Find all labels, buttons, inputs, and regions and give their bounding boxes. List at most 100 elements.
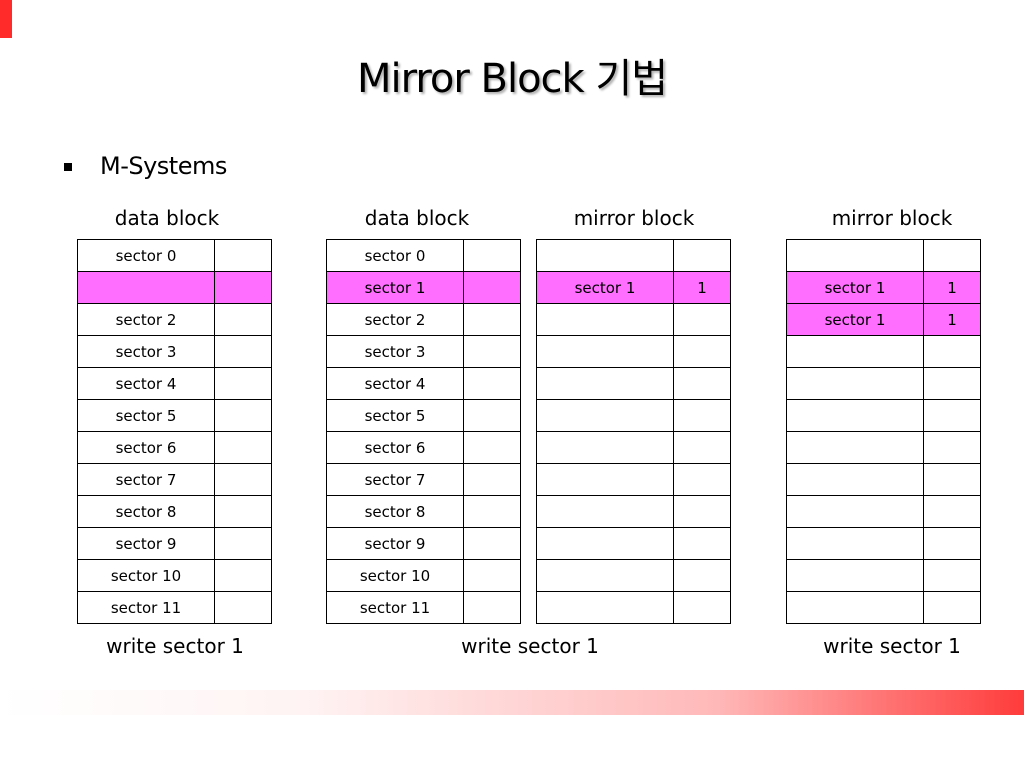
corner-accent-bar <box>0 0 12 38</box>
sector-flag-cell <box>923 239 981 272</box>
table-1-label: data block <box>114 206 220 230</box>
table-row <box>786 239 981 272</box>
sector-name-cell: sector 5 <box>326 399 464 432</box>
table-row: sector 0 <box>77 239 272 272</box>
sector-flag-cell: 1 <box>923 271 981 304</box>
table-row <box>786 367 981 400</box>
table-row: sector 9 <box>77 527 272 560</box>
sector-flag-cell <box>463 271 521 304</box>
sector-name-cell <box>786 591 924 624</box>
sector-flag-cell <box>463 399 521 432</box>
sector-flag-cell <box>463 239 521 272</box>
table-row: sector 11 <box>77 591 272 624</box>
sector-flag-cell <box>214 399 272 432</box>
sector-name-cell <box>536 367 674 400</box>
sector-flag-cell <box>214 527 272 560</box>
sector-name-cell <box>786 399 924 432</box>
table-row: sector 10 <box>326 559 521 592</box>
sector-flag-cell <box>923 367 981 400</box>
sector-flag-cell <box>923 527 981 560</box>
sector-name-cell <box>786 559 924 592</box>
table-3-label: mirror block <box>573 206 695 230</box>
sector-flag-cell <box>923 559 981 592</box>
sector-flag-cell <box>214 303 272 336</box>
middle-caption: write sector 1 <box>461 634 599 658</box>
sector-flag-cell <box>214 239 272 272</box>
sector-flag-cell <box>673 463 731 496</box>
table-row: sector 9 <box>326 527 521 560</box>
table-row: sector 2 <box>77 303 272 336</box>
sector-name-cell: sector 11 <box>77 591 215 624</box>
sector-name-cell: sector 2 <box>77 303 215 336</box>
sector-flag-cell <box>463 495 521 528</box>
sector-name-cell: sector 7 <box>77 463 215 496</box>
sector-flag-cell <box>214 495 272 528</box>
table-row: sector 4 <box>77 367 272 400</box>
table-row <box>786 335 981 368</box>
table-row <box>786 527 981 560</box>
table-row: sector 2 <box>326 303 521 336</box>
table-row <box>536 335 731 368</box>
sector-name-cell <box>536 495 674 528</box>
sector-name-cell <box>536 527 674 560</box>
sector-name-cell: sector 1 <box>326 271 464 304</box>
table-row <box>536 367 731 400</box>
sector-flag-cell <box>463 367 521 400</box>
sector-name-cell <box>536 463 674 496</box>
sector-name-cell: sector 11 <box>326 591 464 624</box>
table-row <box>536 527 731 560</box>
sector-name-cell: sector 1 <box>786 303 924 336</box>
table-row: sector 0 <box>326 239 521 272</box>
sector-name-cell <box>536 239 674 272</box>
table-row <box>536 239 731 272</box>
slide-title: Mirror Block 기법 <box>356 56 668 102</box>
sector-flag-cell <box>673 367 731 400</box>
sector-flag-cell <box>673 527 731 560</box>
sector-flag-cell <box>214 367 272 400</box>
sector-flag-cell <box>923 463 981 496</box>
table-row <box>536 495 731 528</box>
sector-name-cell <box>786 463 924 496</box>
sector-flag-cell <box>673 303 731 336</box>
sector-name-cell: sector 3 <box>77 335 215 368</box>
sector-flag-cell <box>923 431 981 464</box>
table-row: sector 7 <box>326 463 521 496</box>
table-1-caption: write sector 1 <box>106 634 244 658</box>
sector-flag-cell <box>673 591 731 624</box>
sector-name-cell: sector 1 <box>536 271 674 304</box>
sector-name-cell <box>536 431 674 464</box>
sector-name-cell: sector 0 <box>326 239 464 272</box>
table-row: sector 5 <box>326 399 521 432</box>
sector-flag-cell <box>214 431 272 464</box>
sector-flag-cell <box>673 239 731 272</box>
table-row: sector 8 <box>326 495 521 528</box>
sector-name-cell <box>536 591 674 624</box>
sector-name-cell: sector 0 <box>77 239 215 272</box>
table-row <box>786 591 981 624</box>
sector-name-cell <box>536 399 674 432</box>
sector-flag-cell <box>214 271 272 304</box>
table-row: sector 8 <box>77 495 272 528</box>
table-row <box>536 399 731 432</box>
sector-name-cell <box>77 271 215 304</box>
sector-name-cell <box>786 335 924 368</box>
sector-flag-cell <box>463 431 521 464</box>
sector-name-cell: sector 10 <box>77 559 215 592</box>
sector-flag-cell <box>463 335 521 368</box>
sector-name-cell <box>786 431 924 464</box>
sector-flag-cell <box>673 335 731 368</box>
sector-name-cell: sector 7 <box>326 463 464 496</box>
sector-flag-cell <box>463 303 521 336</box>
sector-name-cell: sector 8 <box>326 495 464 528</box>
sector-flag-cell <box>463 527 521 560</box>
table-row: sector 4 <box>326 367 521 400</box>
sector-name-cell <box>786 367 924 400</box>
sector-name-cell: sector 3 <box>326 335 464 368</box>
sector-name-cell <box>786 495 924 528</box>
sector-name-cell: sector 2 <box>326 303 464 336</box>
